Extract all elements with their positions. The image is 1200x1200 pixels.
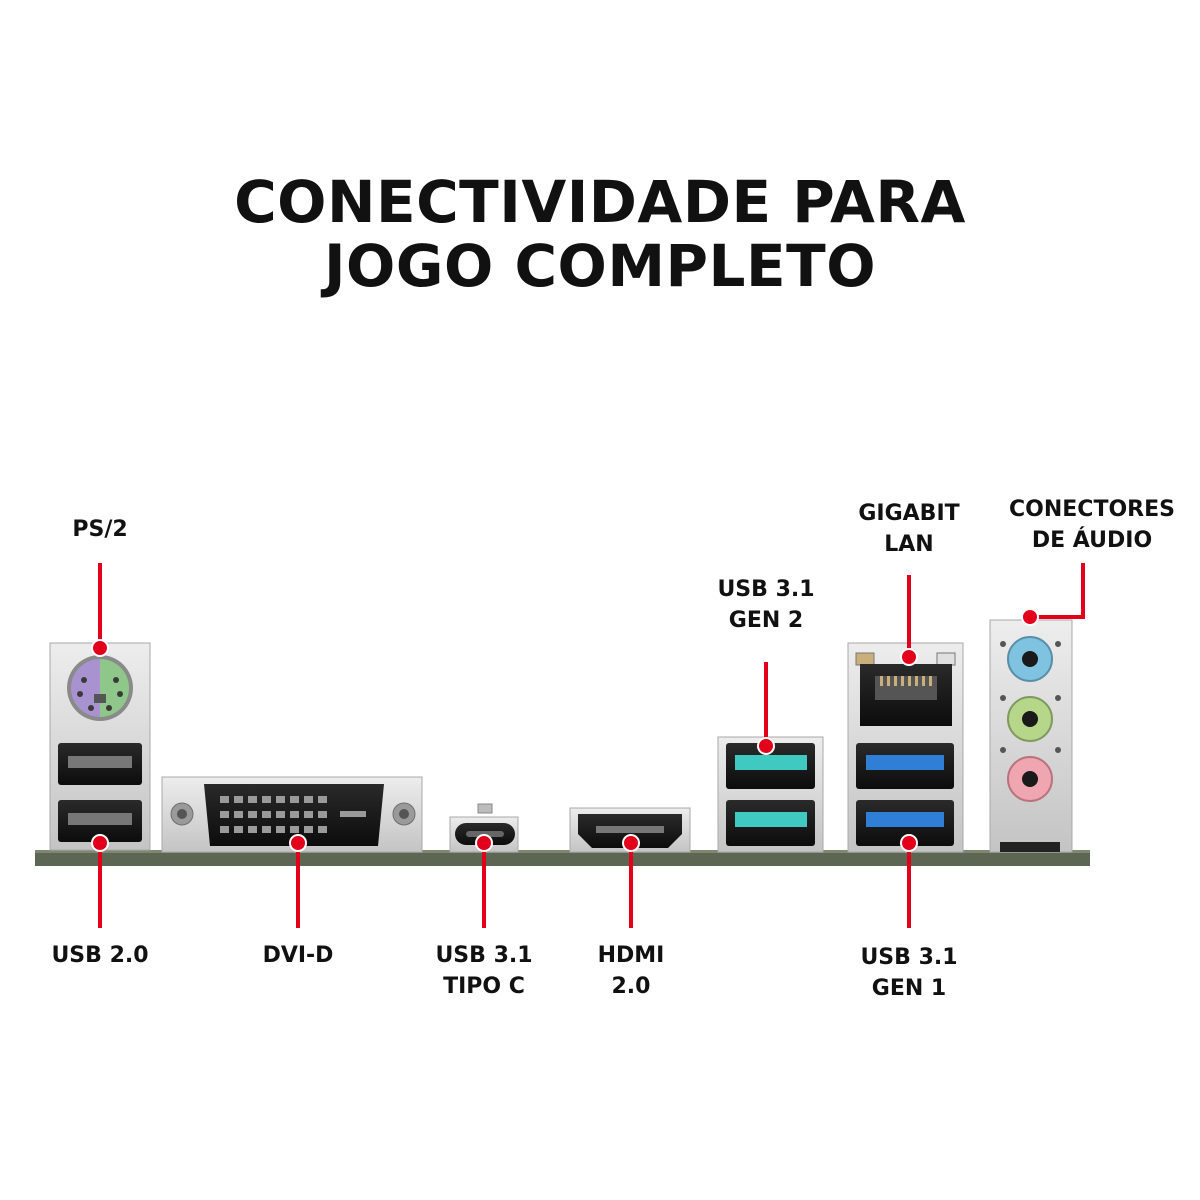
dvi-d-port-group	[161, 776, 423, 853]
label-usb20: USB 2.0	[30, 940, 170, 971]
label-gigabit-lan-line-1: GIGABIT	[858, 501, 960, 526]
title-line-2: JOGO COMPLETO	[323, 232, 877, 300]
label-usb31-gen2-line-1: USB 3.1	[717, 577, 815, 602]
audio-foot	[1000, 842, 1060, 852]
label-gigabit-lan-line-2: LAN	[884, 532, 934, 557]
ps2-usb20-stack	[49, 642, 151, 851]
pointers	[98, 563, 1085, 928]
label-usb31-typec: USB 3.1 TIPO C	[414, 940, 554, 1002]
label-hdmi-line-2: 2.0	[611, 974, 651, 999]
label-hdmi: HDMI 2.0	[566, 940, 696, 1002]
pointer-dot-ps2	[91, 639, 109, 657]
label-usb31-typec-line-2: TIPO C	[443, 974, 525, 999]
audio-jack-stack	[989, 619, 1073, 853]
label-dvid-text: DVI-D	[262, 943, 334, 968]
ps2-port-purple-half	[71, 659, 100, 717]
label-audio: CONECTORES DE ÁUDIO	[992, 494, 1192, 556]
pointer-dots	[91, 608, 1039, 852]
pointer-dot-audio	[1021, 608, 1039, 626]
label-dvid: DVI-D	[228, 940, 368, 971]
title-line-1: CONECTIVIDADE PARA	[234, 168, 966, 236]
ps2-port-key	[94, 694, 106, 703]
label-usb31-gen1-line-1: USB 3.1	[860, 945, 958, 970]
page-title: CONECTIVIDADE PARA JOGO COMPLETO	[0, 170, 1200, 298]
label-audio-line-2: DE ÁUDIO	[1031, 528, 1153, 553]
pointer-dot-usb31-gen1	[900, 834, 918, 852]
label-ps2-text: PS/2	[72, 517, 128, 542]
label-hdmi-line-1: HDMI	[597, 943, 665, 968]
lan-led-left	[855, 652, 875, 666]
label-usb31-gen1: USB 3.1 GEN 1	[839, 942, 979, 1004]
label-usb31-gen1-line-2: GEN 1	[871, 976, 947, 1001]
pcb-board-edge	[35, 850, 1090, 853]
pointer-dot-dvid	[289, 834, 307, 852]
label-usb31-gen2: USB 3.1 GEN 2	[696, 574, 836, 636]
label-ps2: PS/2	[40, 514, 160, 545]
lan-usb31-gen1-stack	[847, 642, 964, 853]
usb-type-c-led	[477, 803, 493, 814]
label-usb20-text: USB 2.0	[51, 943, 149, 968]
pointer-audio	[1030, 563, 1085, 619]
pointer-dot-usb31-gen2	[757, 737, 775, 755]
label-usb31-typec-line-1: USB 3.1	[435, 943, 533, 968]
lan-led-right	[936, 652, 956, 666]
label-audio-line-1: CONECTORES	[1009, 497, 1175, 522]
pointer-dot-lan	[900, 648, 918, 666]
pointer-dot-usb-type-c	[475, 834, 493, 852]
pointer-dot-hdmi	[622, 834, 640, 852]
ps2-port-green-half	[100, 659, 129, 717]
label-gigabit-lan: GIGABIT LAN	[829, 498, 989, 560]
usb31-gen2-stack	[717, 736, 824, 853]
pointer-dot-usb20	[91, 834, 109, 852]
label-usb31-gen2-line-2: GEN 2	[728, 608, 804, 633]
